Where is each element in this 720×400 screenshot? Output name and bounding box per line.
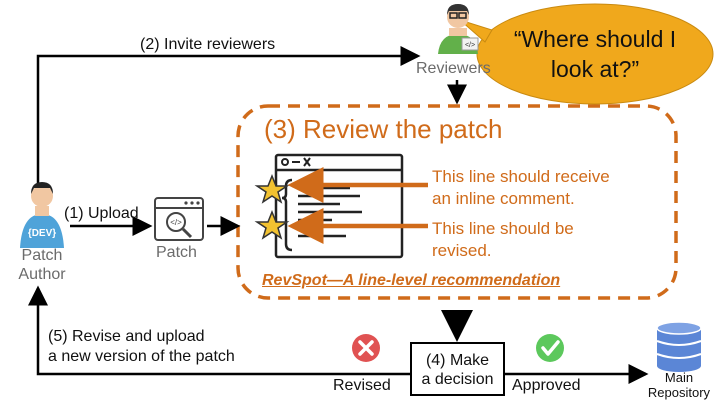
- patch-label: Patch: [156, 244, 197, 261]
- bubble-line-1: “Where should I: [513, 26, 677, 52]
- author-label-line-2: Author: [18, 266, 66, 283]
- revised-outcome-label: Revised: [333, 377, 391, 394]
- comment-note-line-2: an inline comment.: [432, 189, 575, 208]
- decision-line-1: (4) Make: [425, 352, 490, 369]
- star-icon: [254, 209, 290, 240]
- comment-note-line-1: This line should receive: [432, 167, 610, 186]
- upload-step-label: (1) Upload: [64, 205, 139, 222]
- repository-line-1: Main: [664, 370, 694, 385]
- author-label: Patch Author: [14, 246, 70, 284]
- revspot-caption: RevSpot—A line-level recommendation: [262, 272, 561, 289]
- svg-text:</>: </>: [170, 218, 182, 227]
- decision-line-2: a decision: [421, 371, 494, 388]
- review-step-title: (3) Review the patch: [264, 114, 503, 144]
- review-region: [236, 104, 678, 300]
- patch-icon: </>: [154, 197, 204, 241]
- revise-step-line-2: a new version of the patch: [48, 348, 235, 365]
- decision-label: (4) Make a decision: [411, 351, 504, 389]
- revise-note-line-1: This line should be: [432, 219, 574, 238]
- revise-step-label: (5) Revise and upload a new version of t…: [48, 327, 235, 367]
- approved-outcome-label: Approved: [512, 377, 581, 394]
- invite-step-label: (2) Invite reviewers: [140, 36, 276, 53]
- reviewer-avatar-icon: </>: [438, 4, 479, 54]
- bubble-line-2: look at?”: [550, 56, 640, 82]
- revise-note: This line should be revised.: [432, 218, 574, 262]
- repository-line-2: Repository: [647, 385, 711, 400]
- approve-check-icon: [536, 334, 564, 362]
- reject-x-icon: [352, 334, 380, 362]
- dev-badge: {DEV}: [28, 228, 56, 239]
- comment-note: This line should receive an inline comme…: [432, 166, 610, 210]
- revise-step-line-1: (5) Revise and upload: [48, 328, 205, 345]
- revise-note-line-2: revised.: [432, 241, 492, 260]
- repository-label: Main Repository: [640, 370, 718, 400]
- decision-box: [410, 342, 505, 396]
- author-label-line-1: Patch: [21, 247, 63, 264]
- author-avatar-icon: {DEV}: [20, 182, 64, 248]
- svg-text:</>: </>: [465, 42, 475, 49]
- star-icon: [254, 173, 290, 204]
- code-window-icon: [274, 153, 404, 259]
- reviewers-label: Reviewers: [416, 60, 491, 77]
- database-icon: [656, 321, 702, 372]
- revise-arrow: [28, 285, 411, 376]
- invite-arrow: [36, 46, 421, 186]
- bubble-text: “Where should I look at?”: [495, 24, 695, 84]
